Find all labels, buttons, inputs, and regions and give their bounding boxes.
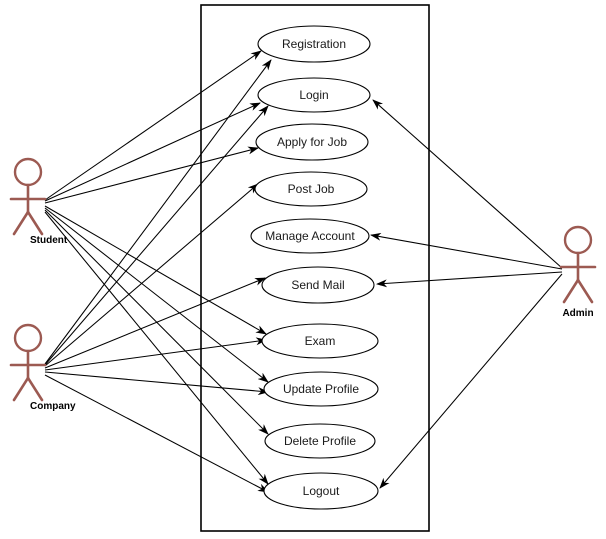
association-student-registration[interactable] [44,50,262,201]
use-case-ellipse-delete-profile [264,423,376,459]
use-case-ellipse-apply-for-job [255,123,369,161]
use-case-send-mail[interactable]: Send Mail [261,266,375,304]
association-company-logout[interactable] [44,374,269,493]
use-case-label-delete-profile: Delete Profile [284,434,356,448]
association-student-logout[interactable] [44,211,269,485]
actor-company[interactable]: Company [9,323,76,412]
use-case-label-manage-account: Manage Account [265,229,355,243]
association-company-registration[interactable] [44,59,272,365]
use-case-manage-account[interactable]: Manage Account [250,218,370,254]
use-case-ellipse-login [257,77,371,113]
association-company-login[interactable] [44,105,269,366]
association-company-post-job[interactable] [44,183,259,367]
use-case-label-logout: Logout [303,484,340,498]
use-case-post-job[interactable]: Post Job [254,171,368,207]
use-case-label-post-job: Post Job [288,182,335,196]
actor-head-company [13,323,43,353]
association-admin-manage-account[interactable] [370,232,563,270]
association-company-exam[interactable] [44,337,267,371]
use-case-label-login: Login [299,88,328,102]
use-case-label-registration: Registration [282,37,346,51]
association-company-update-profile[interactable] [44,371,269,396]
actor-head-admin [563,225,593,255]
use-case-ellipse-exam [261,323,379,359]
actor-student[interactable]: Student [9,157,68,246]
actor-leg-right-company [26,376,44,402]
association-lines-layer [44,50,563,493]
actor-head-student [13,157,43,187]
association-admin-logout[interactable] [379,273,563,489]
use-case-logout[interactable]: Logout [263,472,379,510]
actor-leg-left-company [12,376,30,402]
actor-leg-right-admin [576,278,594,304]
association-student-update-profile[interactable] [44,207,269,383]
use-case-ellipse-post-job [254,171,368,207]
actor-leg-left-student [12,210,30,236]
association-admin-send-mail[interactable] [376,271,563,288]
use-case-apply-for-job[interactable]: Apply for Job [255,123,369,161]
use-case-ellipse-update-profile [263,371,379,407]
actor-label-student: Student [30,235,68,246]
use-case-label-send-mail: Send Mail [291,278,344,292]
use-case-update-profile[interactable]: Update Profile [263,371,379,407]
association-student-login[interactable] [44,102,261,202]
use-case-ellipse-registration [257,25,371,63]
actor-label-company: Company [30,401,76,412]
use-case-login[interactable]: Login [257,77,371,113]
actor-leg-left-admin [562,278,580,304]
use-case-exam[interactable]: Exam [261,323,379,359]
use-case-delete-profile[interactable]: Delete Profile [264,423,376,459]
system-boundary-box [200,4,430,532]
use-case-label-exam: Exam [305,334,336,348]
use-case-ellipse-send-mail [261,266,375,304]
actor-admin[interactable]: Admin [559,225,597,319]
association-student-apply-for-job[interactable] [44,146,259,204]
use-case-ellipse-manage-account [250,218,370,254]
use-case-label-update-profile: Update Profile [283,382,359,396]
actor-label-admin: Admin [562,308,593,319]
association-student-exam[interactable] [44,205,267,335]
use-case-ellipse-logout [263,472,379,510]
use-case-registration[interactable]: Registration [257,25,371,63]
actor-leg-right-student [26,210,44,236]
association-admin-login[interactable] [372,99,563,269]
use-case-label-apply-for-job: Apply for Job [277,135,347,149]
association-company-send-mail[interactable] [44,277,266,369]
